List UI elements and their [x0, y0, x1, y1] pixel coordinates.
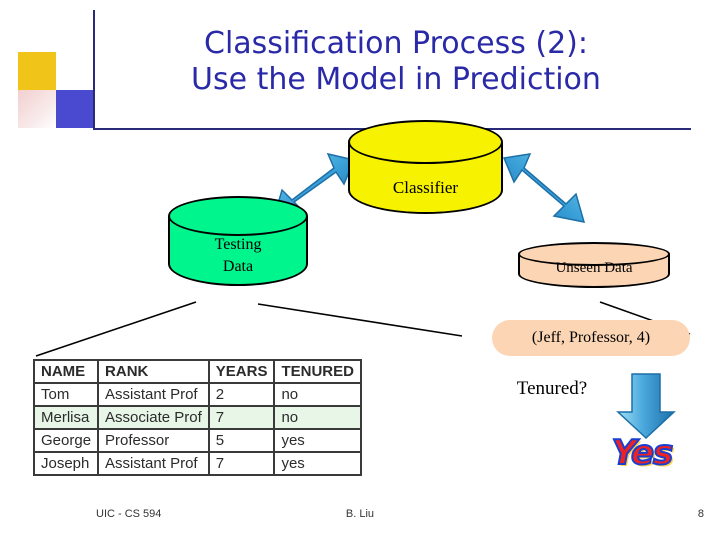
cell-name: Tom — [32, 382, 100, 407]
cell-years: 7 — [207, 451, 276, 476]
table-header-name: NAME — [32, 359, 100, 384]
answer-yes-wordart: Yes — [611, 432, 675, 474]
footer-course: UIC - CS 594 — [96, 508, 162, 520]
testing-data-label-line-2: Data — [222, 258, 254, 275]
cell-tenured: no — [273, 382, 362, 407]
decorative-blue-block — [56, 90, 94, 128]
arrow-down-icon — [616, 373, 676, 440]
tenured-question: Tenured? — [516, 378, 588, 399]
footer-page-number: 8 — [697, 508, 704, 520]
node-testing-data[interactable]: Testing Data — [168, 196, 308, 306]
cell-years: 2 — [207, 382, 276, 407]
slide-footer: UIC - CS 594 B. Liu 8 — [0, 508, 720, 530]
testing-data-label-line-1: Testing — [214, 236, 262, 253]
table-header-row: NAME RANK YEARS TENURED — [32, 359, 362, 384]
table-header-tenured: TENURED — [273, 359, 362, 384]
unseen-cylinder-top — [518, 242, 670, 266]
cell-name: Merlisa — [32, 405, 100, 430]
page-title-line-1: Classification Process (2): — [204, 26, 588, 61]
cell-rank: Associate Prof — [97, 405, 210, 430]
testing-cylinder-top — [168, 196, 308, 236]
unseen-data-label: Unseen Data — [555, 260, 633, 276]
cell-name: George — [32, 428, 100, 453]
node-classifier[interactable]: Classifier — [348, 120, 503, 235]
table-row: Tom Assistant Prof 2 no — [32, 382, 362, 407]
cell-rank: Professor — [97, 428, 210, 453]
decorative-vertical-rule — [93, 10, 95, 130]
cell-tenured: no — [273, 405, 362, 430]
node-unseen-data[interactable]: Unseen Data — [518, 242, 670, 300]
cell-rank: Assistant Prof — [97, 382, 210, 407]
data-table: NAME RANK YEARS TENURED Tom Assistant Pr… — [32, 359, 362, 476]
footer-author: B. Liu — [345, 508, 375, 520]
cell-tenured: yes — [273, 428, 362, 453]
decorative-yellow-block — [18, 52, 56, 90]
testing-data-label: Testing Data — [168, 234, 308, 278]
cell-name: Joseph — [32, 451, 100, 476]
table-row: Merlisa Associate Prof 7 no — [32, 405, 362, 430]
classifier-label: Classifier — [392, 178, 459, 197]
table-row: George Professor 5 yes — [32, 428, 362, 453]
tuple-box: (Jeff, Professor, 4) — [492, 320, 690, 356]
cell-tenured: yes — [273, 451, 362, 476]
decorative-gradient-block — [18, 90, 56, 128]
page-title: Classification Process (2): Use the Mode… — [96, 26, 696, 98]
cell-years: 7 — [207, 405, 276, 430]
table-row: Joseph Assistant Prof 7 yes — [32, 451, 362, 476]
table-header-years: YEARS — [207, 359, 276, 384]
classifier-cylinder-top — [348, 120, 503, 164]
arrow-classifier-to-unseen — [502, 153, 586, 223]
page-title-line-2: Use the Model in Prediction — [191, 62, 601, 97]
cell-rank: Assistant Prof — [97, 451, 210, 476]
cell-years: 5 — [207, 428, 276, 453]
data-table-wrapper: NAME RANK YEARS TENURED Tom Assistant Pr… — [32, 359, 362, 476]
table-header-rank: RANK — [97, 359, 210, 384]
